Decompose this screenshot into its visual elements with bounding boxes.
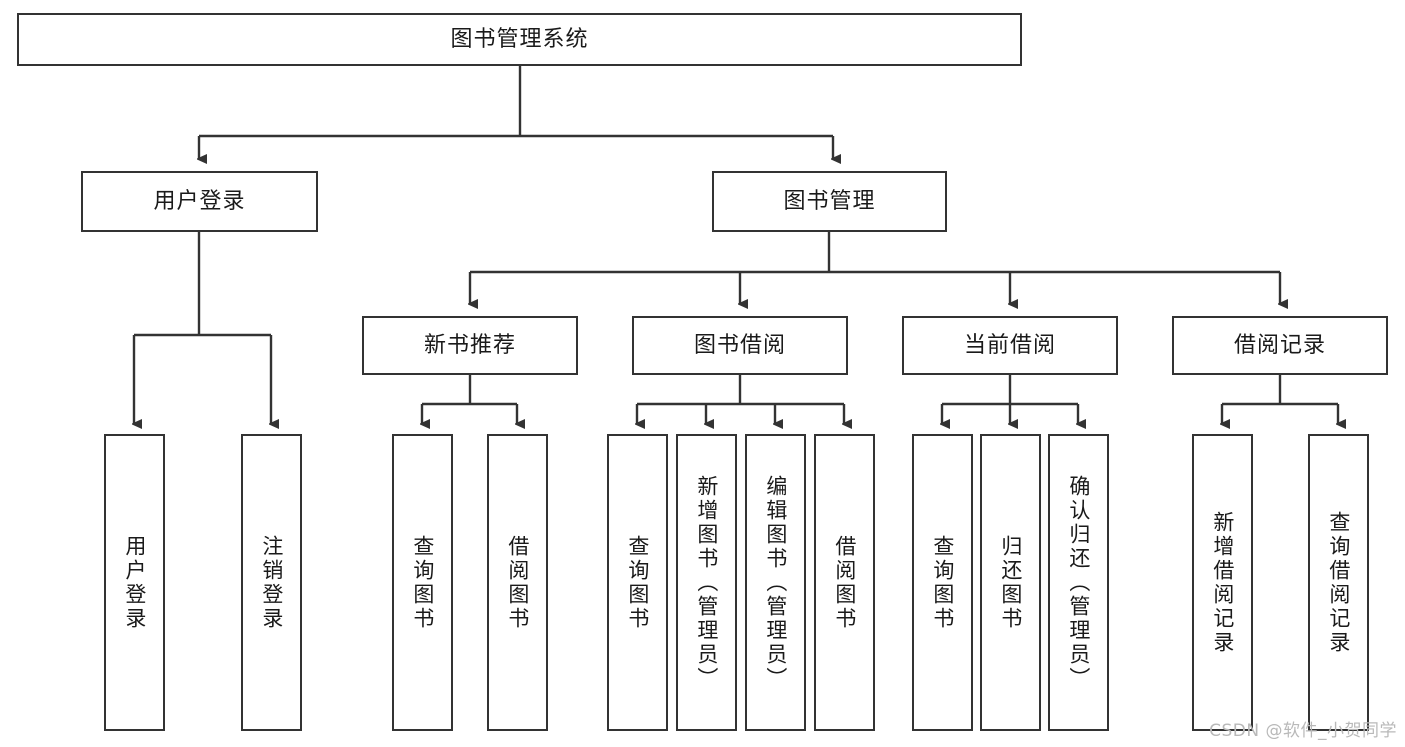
node-current-borrow-label: 当前借阅	[963, 332, 1056, 358]
node-current-borrow[interactable]: 当前借阅	[902, 316, 1118, 375]
node-leaf-query-book-2-label: 查询图书	[625, 534, 650, 631]
node-leaf-user-login[interactable]: 用户登录	[104, 434, 165, 731]
node-book-borrow[interactable]: 图书借阅	[632, 316, 848, 375]
node-leaf-query-record[interactable]: 查询借阅记录	[1308, 434, 1369, 731]
node-book-borrow-label: 图书借阅	[693, 332, 786, 358]
node-leaf-confirm-return[interactable]: 确认归还（管理员）	[1048, 434, 1109, 731]
node-leaf-query-record-label: 查询借阅记录	[1326, 510, 1351, 655]
node-leaf-borrow-book-1[interactable]: 借阅图书	[487, 434, 548, 731]
watermark-text: CSDN @软件_小贺同学	[1209, 721, 1397, 741]
node-root[interactable]: 图书管理系统	[17, 13, 1022, 66]
node-leaf-confirm-return-label: 确认归还（管理员）	[1066, 474, 1091, 691]
node-leaf-borrow-book-1-label: 借阅图书	[505, 534, 530, 631]
node-leaf-return-book[interactable]: 归还图书	[980, 434, 1041, 731]
node-leaf-user-login-label: 用户登录	[122, 534, 147, 631]
node-leaf-query-book-1-label: 查询图书	[410, 534, 435, 631]
node-borrow-record-label: 借阅记录	[1233, 332, 1326, 358]
node-new-book-recommend-label: 新书推荐	[423, 332, 516, 358]
node-root-label: 图书管理系统	[450, 26, 589, 52]
node-leaf-user-logout[interactable]: 注销登录	[241, 434, 302, 731]
node-leaf-add-book-label: 新增图书（管理员）	[694, 474, 719, 691]
node-new-book-recommend[interactable]: 新书推荐	[362, 316, 578, 375]
node-leaf-query-book-3-label: 查询图书	[930, 534, 955, 631]
node-leaf-borrow-book-2[interactable]: 借阅图书	[814, 434, 875, 731]
node-leaf-user-logout-label: 注销登录	[259, 534, 284, 631]
node-book-manage[interactable]: 图书管理	[712, 171, 947, 232]
node-leaf-edit-book[interactable]: 编辑图书（管理员）	[745, 434, 806, 731]
node-leaf-add-record-label: 新增借阅记录	[1210, 510, 1235, 655]
node-user-login[interactable]: 用户登录	[81, 171, 318, 232]
node-leaf-return-book-label: 归还图书	[998, 534, 1023, 631]
node-leaf-add-book[interactable]: 新增图书（管理员）	[676, 434, 737, 731]
node-borrow-record[interactable]: 借阅记录	[1172, 316, 1388, 375]
node-leaf-add-record[interactable]: 新增借阅记录	[1192, 434, 1253, 731]
node-leaf-query-book-2[interactable]: 查询图书	[607, 434, 668, 731]
node-user-login-label: 用户登录	[153, 188, 246, 214]
node-leaf-borrow-book-2-label: 借阅图书	[832, 534, 857, 631]
node-leaf-query-book-3[interactable]: 查询图书	[912, 434, 973, 731]
node-leaf-edit-book-label: 编辑图书（管理员）	[763, 474, 788, 691]
node-book-manage-label: 图书管理	[783, 188, 876, 214]
node-leaf-query-book-1[interactable]: 查询图书	[392, 434, 453, 731]
